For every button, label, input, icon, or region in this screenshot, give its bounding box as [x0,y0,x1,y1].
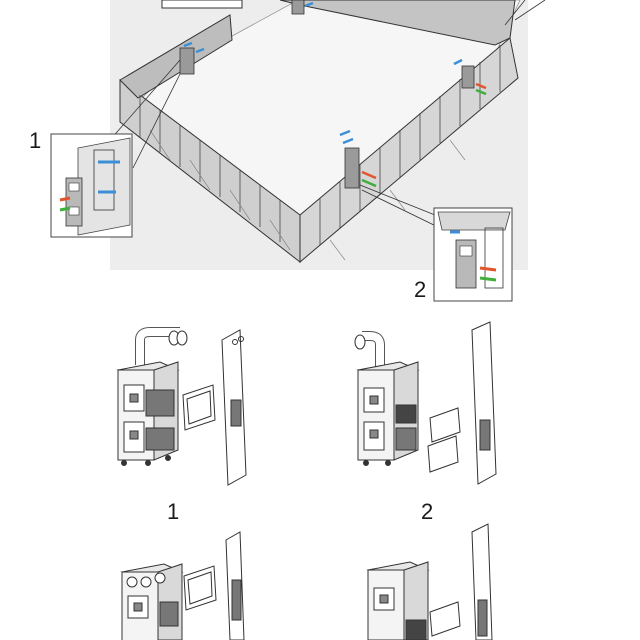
wall-unit-back [291,0,314,15]
callout-lines [109,0,546,229]
unit-2-assembly [354,321,497,485]
unit-label-2: 2 [421,499,434,524]
wall-unit-left [179,41,205,75]
unit-1-assembly [116,327,247,486]
unit-4-assembly [366,523,493,640]
callout-label-1: 1 [29,128,42,153]
callout-label-2: 2 [414,277,427,302]
inset-detail-2 [433,207,513,302]
room-enclosure [109,0,546,270]
wall-unit-front [339,129,377,189]
inset-top-cropped [161,0,243,9]
wall-left-back [119,14,233,99]
wall-unit-right [453,58,487,96]
unit-3-assembly [120,531,245,640]
wall-panel-lines [139,45,501,245]
inset-detail-1 [50,133,133,238]
unit-label-1: 1 [167,499,180,524]
